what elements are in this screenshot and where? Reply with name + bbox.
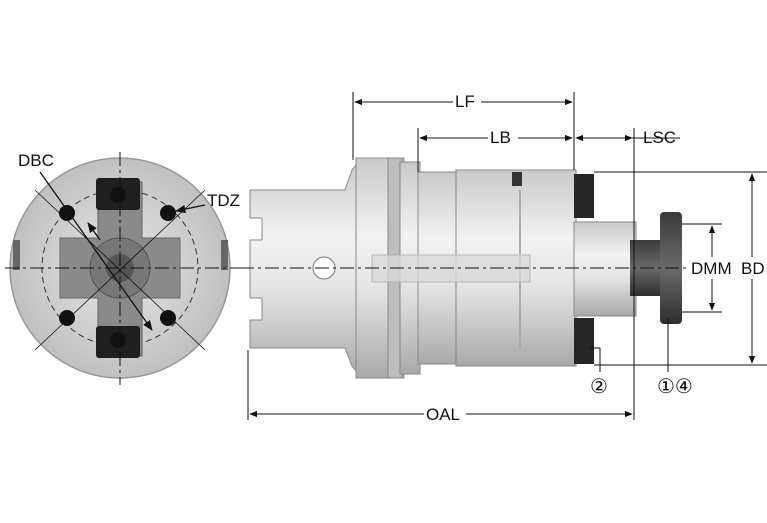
left-notch — [13, 240, 20, 270]
diag-line — [34, 189, 206, 351]
front-view: DBC TDZ — [5, 151, 240, 385]
callout-1-4: ①④ — [657, 374, 693, 398]
bd-label-bg — [738, 257, 767, 279]
oal-label: OAL — [426, 405, 460, 424]
dbc-arrow — [39, 171, 153, 331]
screw-icon — [160, 205, 176, 221]
tdz-label: TDZ — [207, 191, 240, 210]
lf-label: LF — [455, 92, 475, 111]
dmm-label-bg — [690, 257, 736, 279]
lf-label-bg — [453, 90, 481, 112]
tdz-leader — [174, 204, 206, 214]
dimensions — [247, 92, 767, 420]
pilot — [573, 221, 637, 317]
side-view — [240, 157, 690, 379]
screw-icon — [110, 332, 126, 348]
dbc-label: DBC — [18, 151, 54, 170]
upper-key — [574, 174, 594, 218]
lower-key — [574, 318, 594, 364]
right-notch — [221, 240, 228, 270]
dbc-arrow-rev — [87, 222, 101, 241]
lb-label: LB — [490, 128, 511, 147]
dmm-label: DMM — [691, 259, 732, 278]
screw-icon — [110, 187, 126, 203]
screw-icon — [59, 310, 75, 326]
screw-icon — [160, 310, 176, 326]
bd-label: BD — [741, 259, 765, 278]
callout-2: ② — [590, 374, 608, 398]
screw-icon — [59, 205, 75, 221]
oal-label-bg — [424, 403, 466, 425]
lb-label-bg — [488, 126, 518, 148]
callout-2-leader — [590, 347, 601, 372]
lsc-label: LSC — [643, 128, 676, 147]
body-slot — [512, 172, 522, 186]
